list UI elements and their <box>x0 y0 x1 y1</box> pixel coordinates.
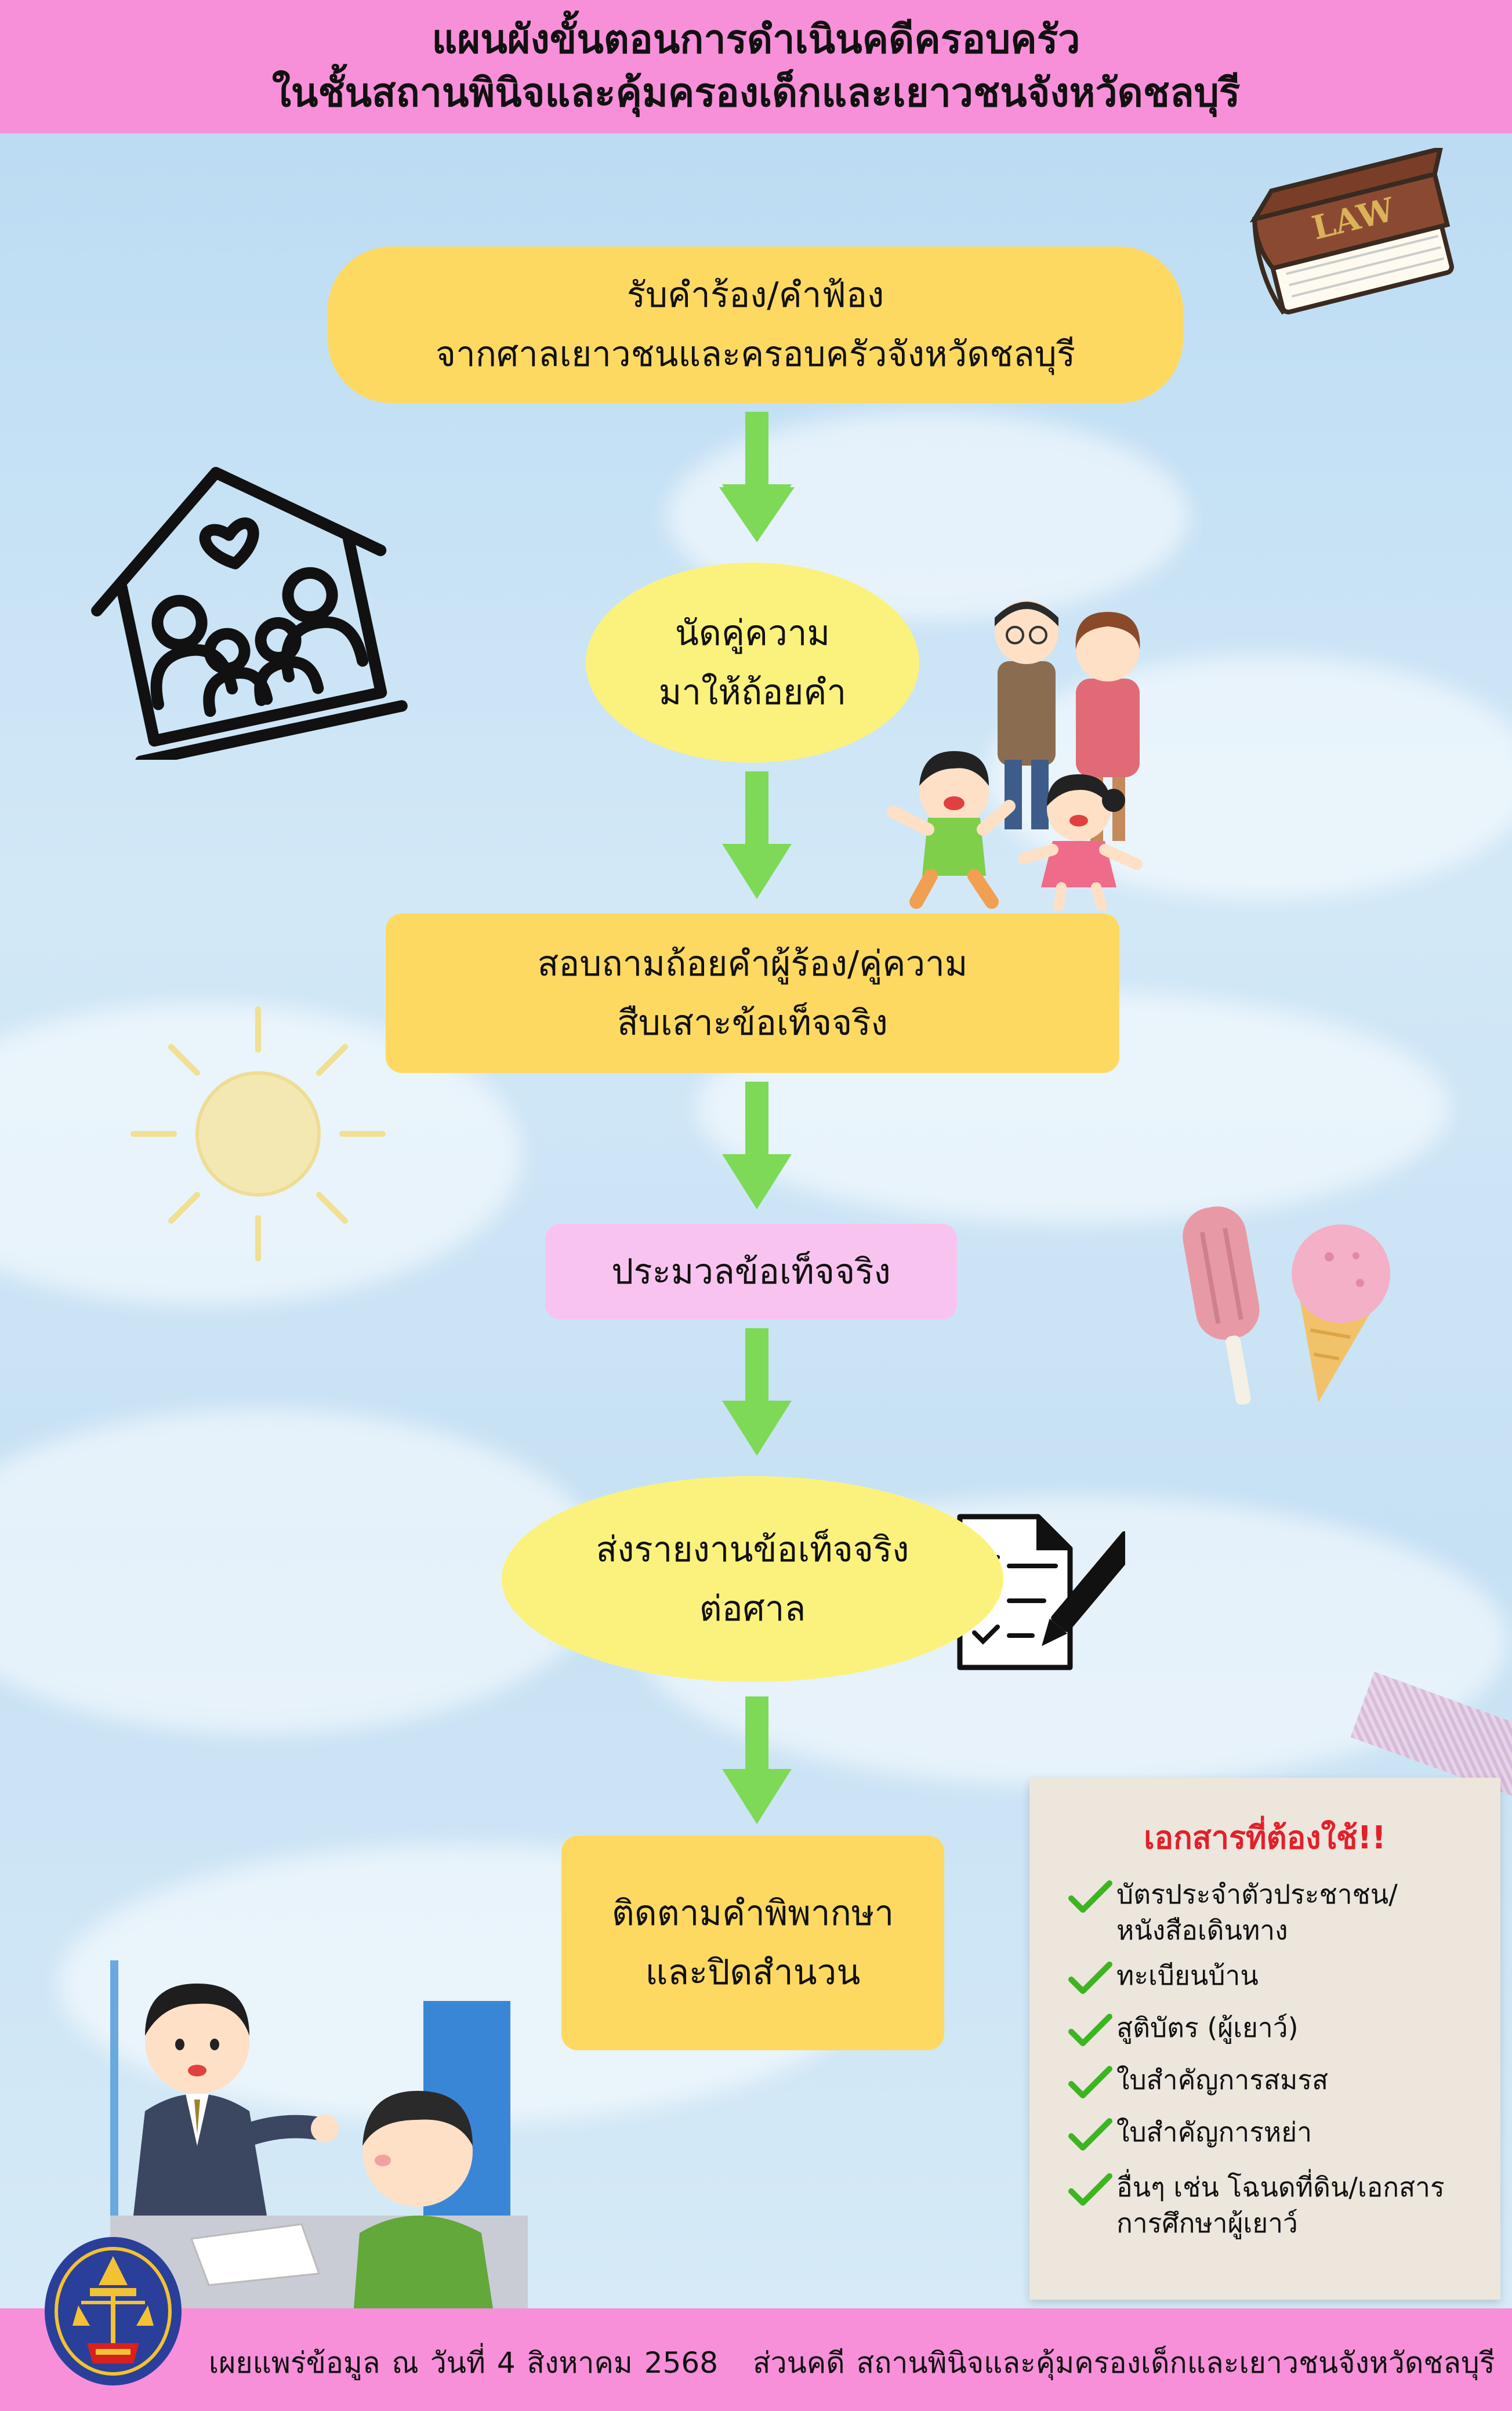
step-6-line-2: และปิดสำนวน <box>645 1952 861 1993</box>
arrow-down-icon <box>722 771 792 899</box>
family-illustration <box>887 600 1143 911</box>
document-item-label-2: การศึกษาผู้เยาว์ <box>1116 2207 1298 2239</box>
arrow-down-icon <box>719 412 795 542</box>
family-house-icon <box>91 467 408 760</box>
office-meeting-illustration <box>110 1960 528 2308</box>
arrow-down-icon <box>722 1328 792 1456</box>
step-3-line-2: สืบเสาะข้อเท็จจริง <box>617 1002 888 1043</box>
step-1-line-2: จากศาลเยาวชนและครอบครัวจังหวัดชลบุรี <box>435 334 1076 375</box>
arrow-down-icon <box>722 1696 792 1824</box>
check-icon <box>1068 1962 1112 1994</box>
footer-text: เผยแพร่ข้อมูล ณ วันที่ 4 สิงหาคม 2568 ส่ว… <box>209 2340 1495 2386</box>
step-6-follow-judgment: ติดตามคำพิพากษา และปิดสำนวน <box>561 1836 944 2050</box>
step-4-compile-facts: ประมวลข้อเท็จจริง <box>545 1224 957 1319</box>
document-item: บัตรประจำตัวประชาชน/หนังสือเดินทาง <box>1064 1876 1482 1948</box>
document-item-label-2: หนังสือเดินทาง <box>1116 1915 1288 1946</box>
document-item-label: อื่นๆ เช่น โฉนดที่ดิน/เอกสาร <box>1116 2171 1445 2203</box>
document-item: สูติบัตร (ผู้เยาว์) <box>1064 2010 1482 2050</box>
ice-cream-icon <box>1292 1224 1391 1402</box>
step-2-schedule-parties: นัดคู่ความ มาให้ถ้อยคำ <box>586 563 919 763</box>
step-6-line-1: ติดตามคำพิพากษา <box>611 1893 894 1934</box>
document-item-label: ใบสำคัญการหย่า <box>1116 2116 1312 2148</box>
document-item: ใบสำคัญการสมรส <box>1064 2062 1482 2102</box>
document-item: ทะเบียนบ้าน <box>1064 1957 1482 1998</box>
check-icon <box>1068 2118 1112 2151</box>
step-1-line-1: รับคำร้อง/คำฟ้อง <box>626 275 884 316</box>
step-2-line-2: มาให้ถ้อยคำ <box>658 672 847 713</box>
agency-seal-logo <box>45 2237 182 2385</box>
arrow-down-icon <box>722 1082 792 1209</box>
document-item-label: สูติบัตร (ผู้เยาว์) <box>1116 2012 1299 2043</box>
law-book-icon: LAW <box>1249 148 1454 315</box>
step-1-receive-petition: รับคำร้อง/คำฟ้อง จากศาลเยาวชนและครอบครัว… <box>328 246 1183 403</box>
step-2-line-1: นัดคู่ความ <box>675 612 831 654</box>
step-5-line-2: ต่อศาล <box>699 1588 806 1629</box>
document-item-label: บัตรประจำตัวประชาชน/ <box>1116 1879 1398 1910</box>
title-line-1: แผนผังขั้นตอนการดำเนินคดีครอบครัว <box>432 17 1080 63</box>
step-5-submit-report: ส่งรายงานข้อเท็จจริง ต่อศาล <box>502 1476 1003 1682</box>
step-3-interview-investigate: สอบถามถ้อยคำผู้ร้อง/คู่ความ สืบเสาะข้อเท… <box>386 913 1119 1073</box>
page-footer: เผยแพร่ข้อมูล ณ วันที่ 4 สิงหาคม 2568 ส่ว… <box>0 2237 1512 2411</box>
check-icon <box>1068 2173 1112 2206</box>
step-3-line-1: สอบถามถ้อยคำผู้ร้อง/คู่ความ <box>537 943 968 984</box>
sun-icon <box>130 1006 386 1261</box>
step-4-line-1: ประมวลข้อเท็จจริง <box>611 1251 891 1292</box>
footer-department: ส่วนคดี สถานพินิจและคุ้มครองเด็กและเยาวช… <box>753 2346 1495 2380</box>
check-icon <box>1068 2066 1112 2098</box>
document-item-label: ใบสำคัญการสมรส <box>1116 2064 1329 2095</box>
check-icon <box>1068 1880 1112 1913</box>
document-item: ใบสำคัญการหย่า <box>1064 2114 1482 2155</box>
document-item: อื่นๆ เช่น โฉนดที่ดิน/เอกสารการศึกษาผู้เ… <box>1064 2169 1482 2241</box>
popsicle-icon <box>1183 1206 1260 1405</box>
documents-title: เอกสารที่ต้องใช้!! <box>1144 1819 1386 1856</box>
check-icon <box>1068 2014 1112 2046</box>
required-documents-panel: เอกสารที่ต้องใช้!! บัตรประจำตัวประชาชน/ห… <box>1029 1778 1500 2300</box>
step-5-line-1: ส่งรายงานข้อเท็จจริง <box>596 1529 909 1570</box>
title-line-2: ในชั้นสถานพินิจและคุ้มครองเด็กและเยาวชนจ… <box>271 70 1241 116</box>
page-header: แผนผังขั้นตอนการดำเนินคดีครอบครัว ในชั้น… <box>0 0 1512 133</box>
document-item-label: ทะเบียนบ้าน <box>1116 1960 1259 1991</box>
footer-published: เผยแพร่ข้อมูล ณ วันที่ 4 สิงหาคม 2568 <box>209 2346 719 2380</box>
